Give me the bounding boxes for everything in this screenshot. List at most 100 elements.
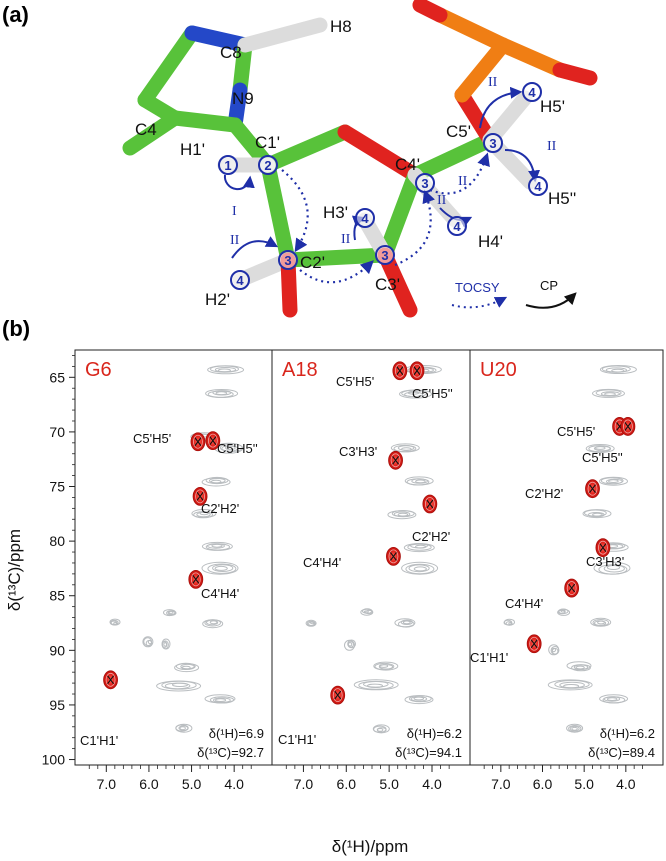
tocsy-arrows [281, 152, 490, 284]
spin-circle [528, 176, 548, 196]
transfer-legend: TOCSY CP [451, 278, 577, 309]
background-contour [585, 444, 615, 453]
background-contour [211, 543, 223, 548]
cross-peak-contour [566, 581, 577, 595]
atom-label-h5pp: H5'' [548, 189, 576, 208]
atom-label-h5p: H5' [540, 97, 565, 116]
x-tick-label: 6.0 [139, 776, 159, 792]
x-tick-label: 6.0 [337, 776, 357, 792]
background-contour [199, 511, 209, 516]
strips-layer: C1'H1'C5'H5'C5'H5''C2'H2'C4'H4'G6δ(¹H)=6… [74, 349, 664, 766]
background-contour [210, 479, 222, 484]
background-contour [179, 726, 186, 731]
background-contour [147, 639, 153, 645]
spin-circle [447, 216, 467, 236]
y-tick-label: 80 [49, 533, 65, 549]
bond [137, 25, 200, 108]
bond [260, 157, 296, 268]
background-contour [225, 445, 236, 451]
shift-1h: δ(¹H)=6.2 [600, 726, 655, 741]
background-contour [407, 543, 432, 551]
background-contour [205, 476, 229, 485]
peak-label: C5'H5' [133, 431, 171, 446]
cross-peak-contour [587, 481, 598, 496]
background-contour [215, 391, 228, 396]
cross-peak [330, 685, 346, 705]
nmr-strip-a18 [271, 349, 471, 766]
background-contour [206, 619, 219, 626]
bond [412, 0, 448, 23]
background-contour [353, 679, 399, 691]
atom-label-c4p: C4' [395, 155, 420, 174]
spin-circle [218, 155, 238, 175]
peak-label: C5'H5'' [412, 386, 453, 401]
strip-frame [74, 349, 273, 766]
panel-b-letter: (b) [2, 316, 30, 341]
cross-peak-marker [107, 675, 115, 685]
shift-13c: δ(¹³C)=94.1 [395, 745, 462, 760]
background-contour [603, 696, 621, 702]
background-contour [142, 636, 154, 648]
background-contour [402, 620, 411, 625]
background-contour [143, 637, 153, 647]
spin-number: 4 [453, 219, 461, 234]
background-contours [109, 365, 245, 733]
cross-peak [620, 417, 636, 436]
cross-peak-marker [392, 455, 400, 465]
strip-frame [271, 349, 471, 766]
atom-label-n9: N9 [232, 89, 254, 108]
nmr-strip-g6 [74, 349, 273, 766]
peak-label: C3'H3' [339, 444, 377, 459]
x-tick-label: 6.0 [533, 776, 553, 792]
transfer-label: II [230, 233, 240, 248]
y-tick-label: 65 [49, 369, 65, 385]
background-contour [363, 610, 369, 614]
bond [237, 17, 328, 53]
cross-peak-marker [192, 575, 200, 584]
spin-circle [278, 250, 298, 270]
background-contour [588, 445, 612, 453]
strip-title: U20 [480, 359, 517, 381]
cross-peak-marker [396, 366, 404, 376]
background-contour [181, 665, 191, 670]
x-tick-label: 4.0 [616, 776, 636, 792]
background-contour [377, 728, 384, 732]
bond [432, 7, 511, 53]
background-contour [606, 565, 621, 570]
background-contour [209, 620, 218, 625]
background-contour [590, 617, 612, 627]
background-contour [598, 564, 628, 575]
cross-peak-contour [394, 363, 405, 378]
background-contour [178, 725, 189, 731]
stick-model [122, 0, 598, 318]
cross-peak-contour [424, 497, 435, 511]
background-contour [373, 661, 399, 671]
background-contour [212, 564, 234, 572]
x-axis-title: δ(¹H)/ppm [332, 837, 409, 856]
cp-arrow [479, 86, 523, 129]
spin-number: 4 [528, 85, 536, 100]
spin-circle [375, 245, 395, 265]
peak-label: C4'H4' [201, 586, 239, 601]
shift-1h: δ(¹H)=6.2 [407, 726, 462, 741]
bond [495, 37, 568, 78]
panel-a: H8 C8 N9 C4 H1' C1' C2' C3' C4' C5' H5' … [2, 0, 640, 318]
background-contour [415, 479, 426, 484]
cross-peak-contour [623, 419, 633, 434]
peak-label: C4'H4' [505, 596, 543, 611]
peak-label: C5'H5'' [582, 450, 623, 465]
bond [280, 247, 393, 268]
cross-peak [595, 538, 611, 558]
spin-circle [483, 133, 503, 153]
cross-peak-contour [190, 572, 201, 587]
background-contour [407, 390, 420, 395]
transfer-labels: I II II II II II II [230, 75, 557, 248]
background-contour [401, 447, 412, 452]
background-contour [168, 610, 174, 614]
bond [232, 37, 253, 98]
background-contour [600, 391, 620, 397]
background-contour [408, 564, 430, 573]
panel-a-background [60, 0, 640, 315]
bond [552, 62, 598, 86]
